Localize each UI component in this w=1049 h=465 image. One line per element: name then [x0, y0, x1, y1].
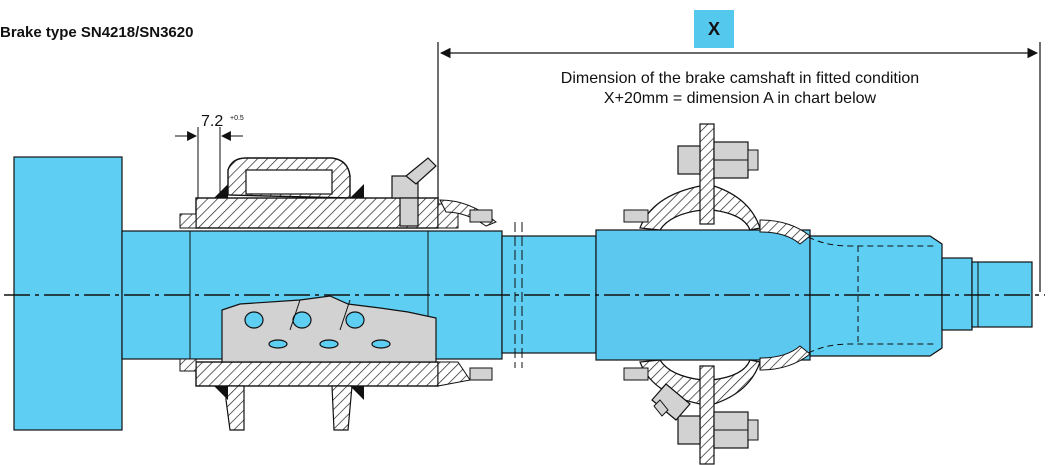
seals	[214, 184, 364, 400]
diagram-title: Brake type SN4218/SN3620	[0, 24, 194, 41]
angled-bolt	[651, 383, 691, 421]
x-dimension-line	[437, 42, 1041, 292]
bolt-top	[677, 141, 759, 179]
cutaway-section	[221, 295, 437, 363]
spider-bracket	[623, 123, 811, 465]
brake-drum	[13, 156, 123, 431]
grease-nipple	[391, 157, 437, 227]
dimension-x-badge: X	[694, 10, 734, 48]
dimension-note-line1: Dimension of the brake camshaft in fitte…	[560, 70, 920, 87]
spacing-dimension-tolerance: +0.5	[230, 115, 244, 122]
bearing-housing	[179, 157, 497, 431]
dimension-note-line2: X+20mm = dimension A in chart below	[603, 90, 877, 107]
spacing-dimension-value: 7.2	[201, 113, 224, 130]
bolt-bottom	[677, 411, 759, 449]
